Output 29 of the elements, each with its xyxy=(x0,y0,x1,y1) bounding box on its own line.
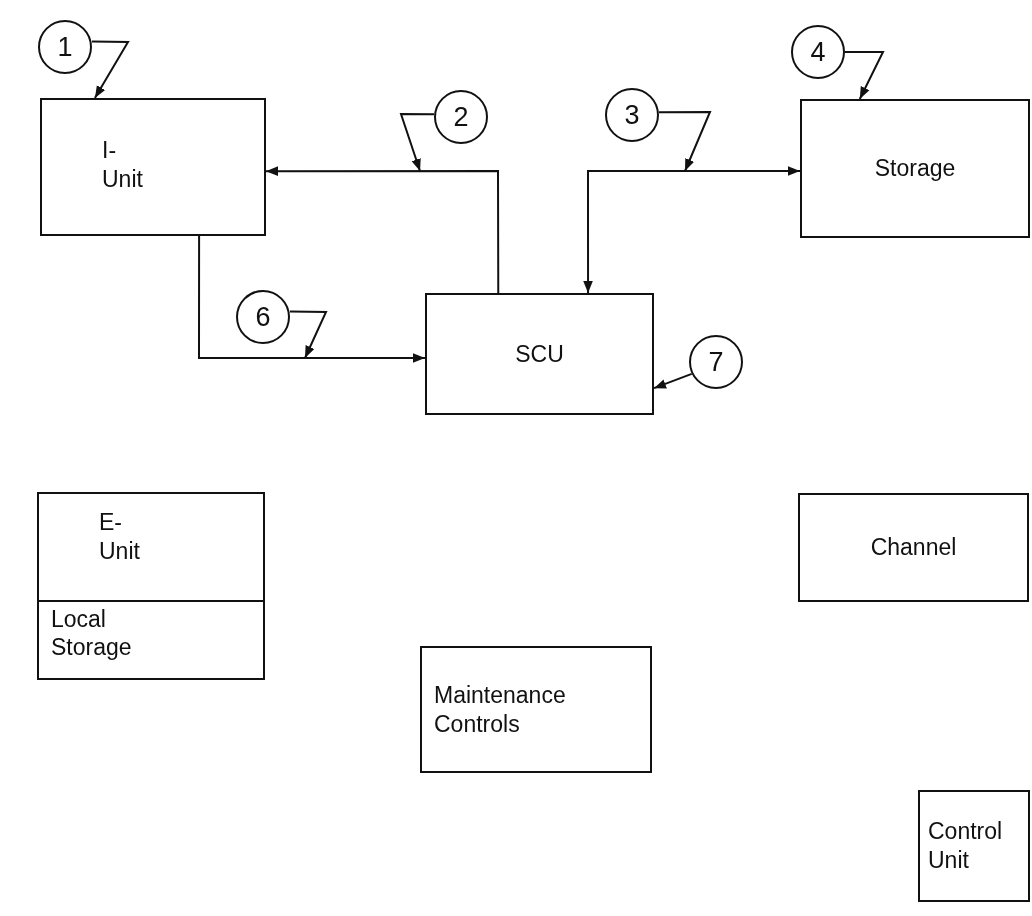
leader-line xyxy=(658,111,712,172)
leader-line xyxy=(844,51,885,100)
double-arrow xyxy=(583,166,801,294)
box-label: Control Unit xyxy=(928,817,1004,875)
box-label: Channel xyxy=(870,533,957,562)
callout-number: 4 xyxy=(791,25,845,79)
leader-line xyxy=(653,372,693,390)
box-label: SCU xyxy=(515,339,564,369)
box-label: I- Unit xyxy=(102,136,144,194)
callout-number: 7 xyxy=(689,335,743,389)
box-label: E- Unit xyxy=(99,508,141,566)
leader-line xyxy=(289,310,328,359)
leader-line xyxy=(399,113,435,172)
unit-box xyxy=(425,293,654,415)
box-label: Maintenance Controls xyxy=(434,680,567,739)
callout-number: 2 xyxy=(434,90,488,144)
unit-box xyxy=(800,99,1030,238)
unit-box xyxy=(918,790,1030,902)
unit-box xyxy=(420,646,652,773)
box-label: Storage xyxy=(874,154,956,183)
unit-box xyxy=(798,493,1029,602)
unit-box xyxy=(40,98,266,236)
arrow xyxy=(198,235,426,363)
unit-box xyxy=(37,492,265,680)
callout-number: 6 xyxy=(236,290,290,344)
arrow xyxy=(265,166,500,294)
leader-line xyxy=(91,40,130,99)
callout-number: 1 xyxy=(38,20,92,74)
callout-number: 3 xyxy=(605,88,659,142)
